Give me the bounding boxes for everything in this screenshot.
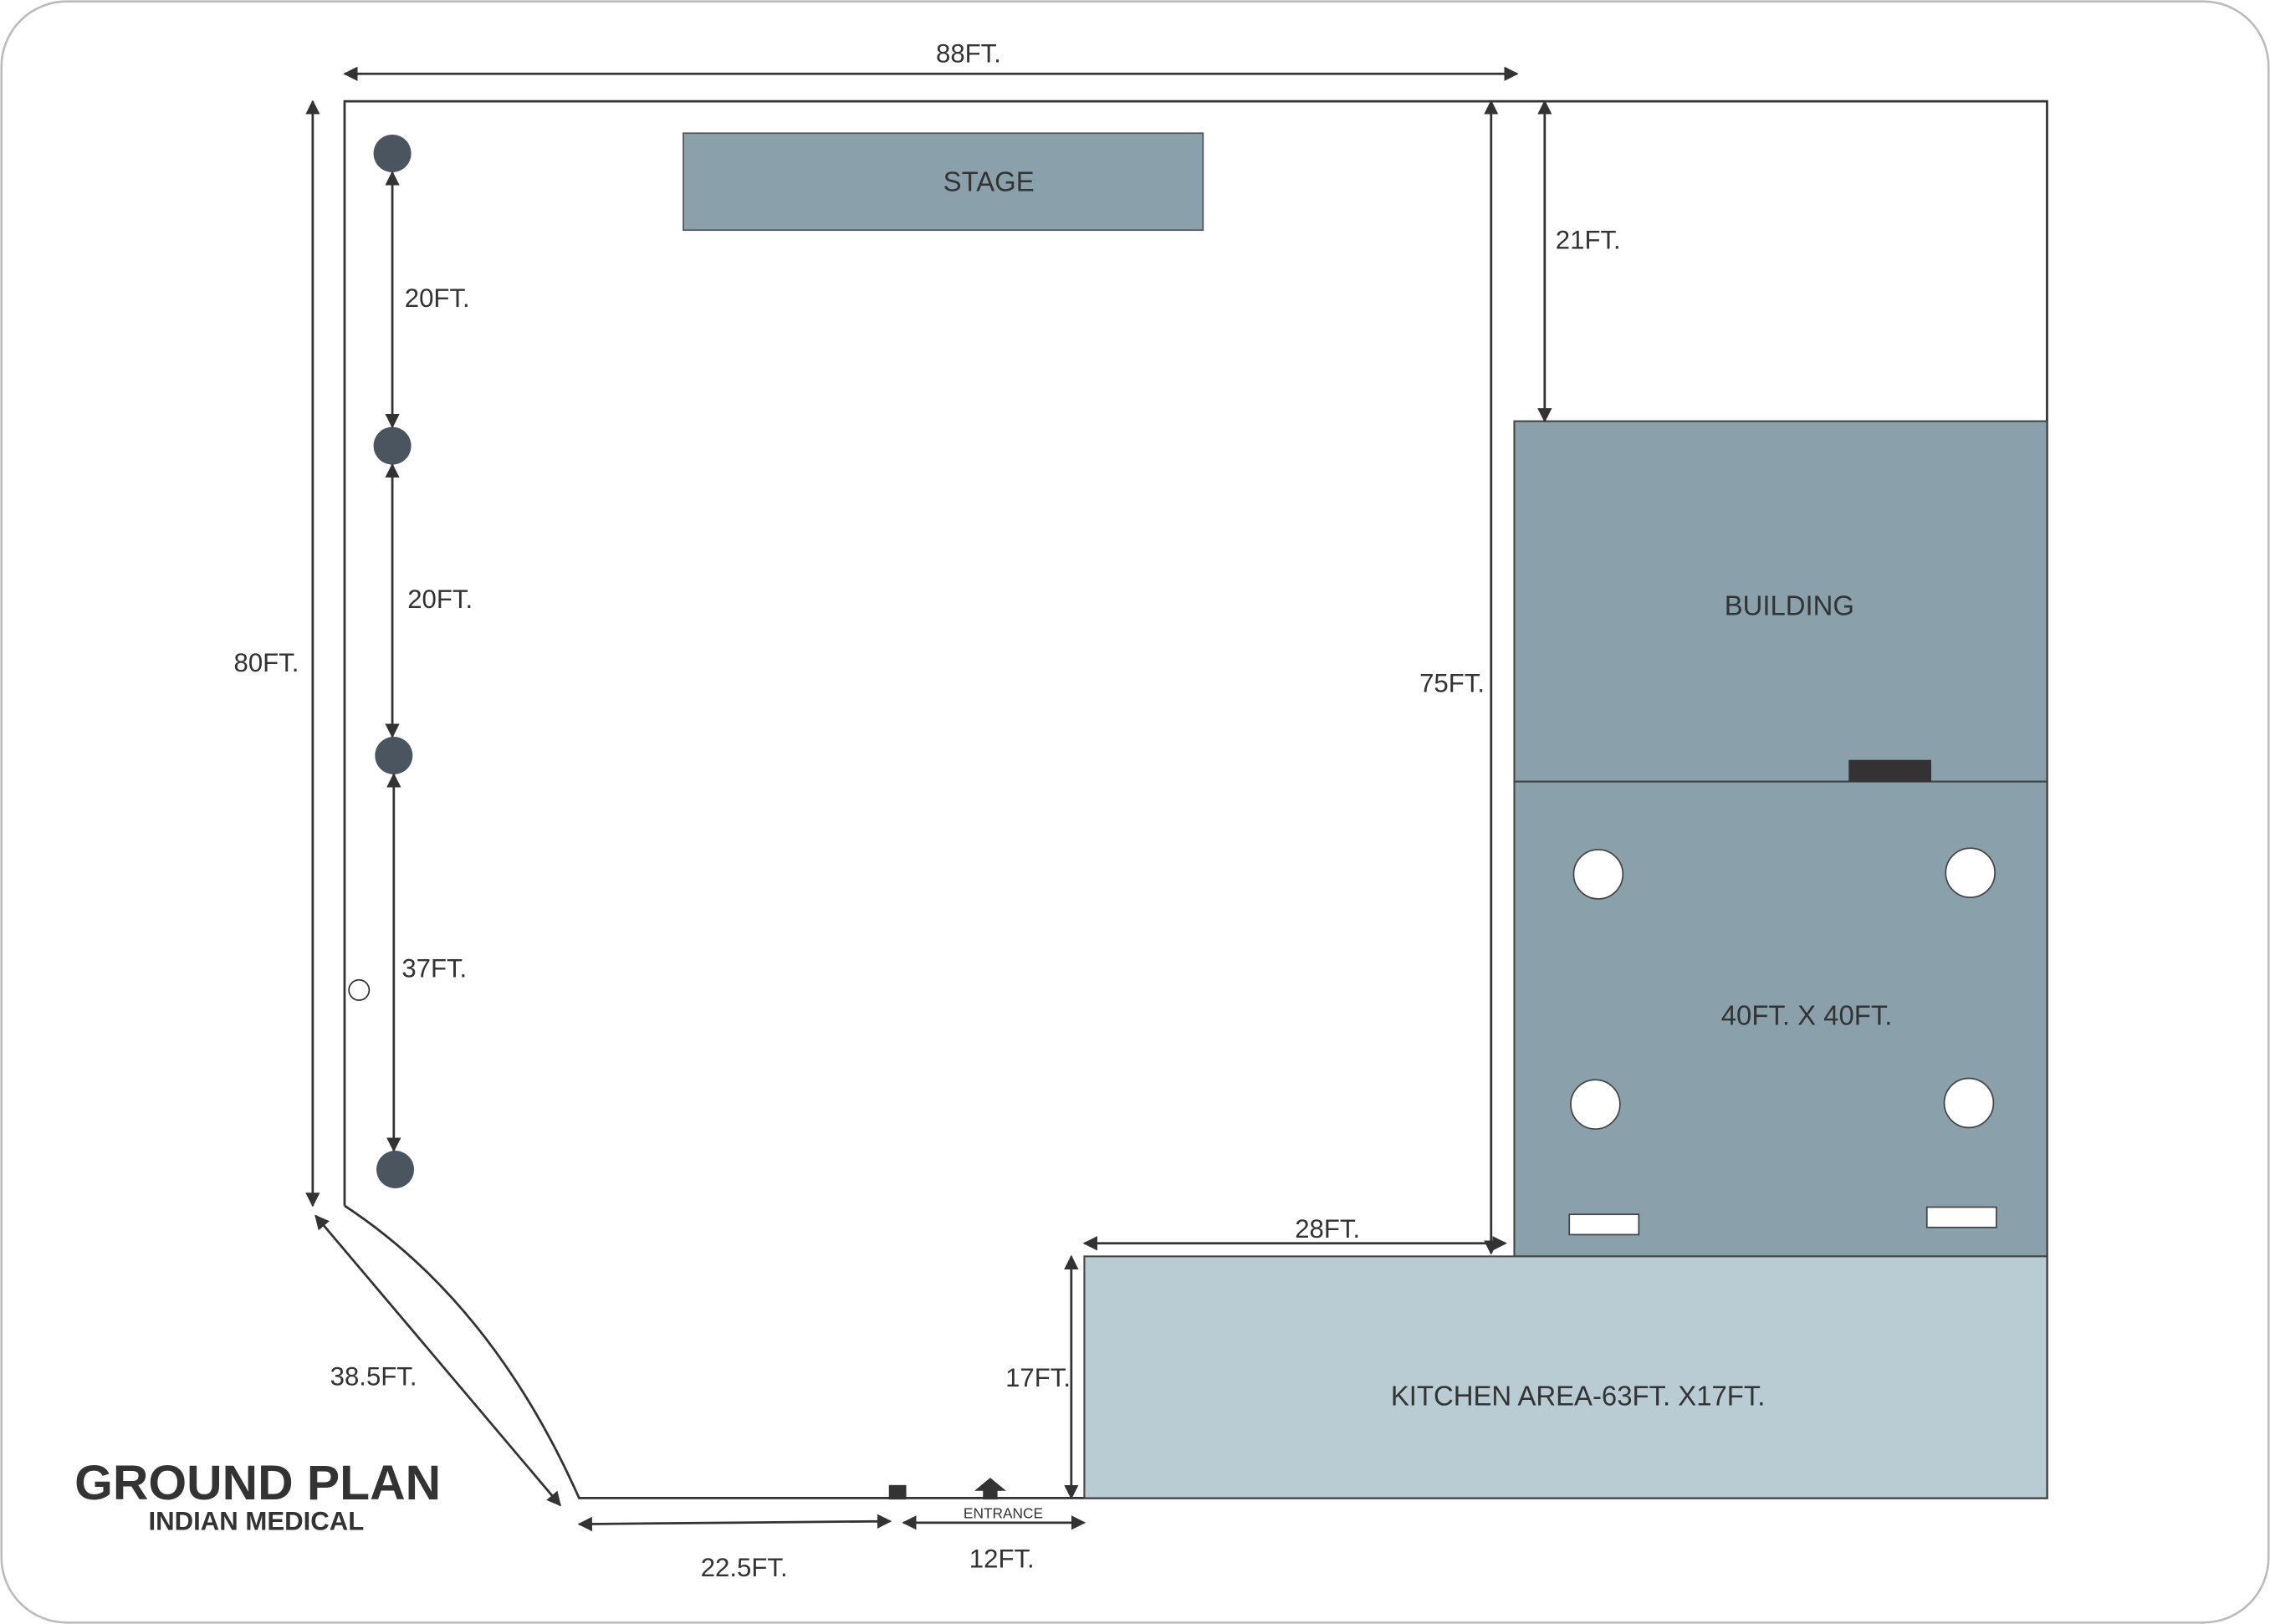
stage-area	[683, 132, 1204, 232]
dim-kitchen-side-label: 17FT.	[1005, 1363, 1071, 1392]
pillar	[376, 1151, 415, 1189]
entrance-label: ENTRANCE	[964, 1505, 1043, 1522]
dim-pillar-2-3-label: 20FT.	[407, 585, 473, 614]
hall-fixture	[1925, 1206, 1997, 1228]
hall-label: 40FT. X 40FT.	[1721, 999, 1893, 1030]
entrance-arrow-icon	[974, 1478, 1006, 1500]
dim-diagonal	[314, 1214, 561, 1507]
dim-pillar-1-2-label: 20FT.	[405, 283, 470, 313]
dim-pillar-3-4-label: 37FT.	[401, 953, 467, 983]
dim-bottom-left-label: 22.5FT.	[701, 1553, 788, 1582]
hall-column	[1572, 849, 1624, 900]
pillar	[375, 736, 413, 774]
kitchen-area	[1083, 1255, 2048, 1499]
dim-entrance-label: 12FT.	[969, 1544, 1035, 1573]
door-marker	[1848, 759, 1931, 782]
dim-kitchen-top-label: 28FT.	[1295, 1214, 1360, 1244]
stage-label: STAGE	[943, 166, 1035, 197]
plan-subtitle: INDIAN MEDICAL	[148, 1506, 364, 1535]
gate-post	[888, 1484, 907, 1500]
hall-column	[1945, 847, 1996, 898]
dim-right-inner-label: 75FT.	[1419, 668, 1485, 697]
pillar	[373, 426, 412, 465]
plan-title: GROUND PLAN	[74, 1456, 441, 1510]
small-marker	[348, 978, 371, 1001]
hall-column	[1570, 1079, 1621, 1130]
dim-building-gap-label: 21FT.	[1556, 226, 1621, 255]
dim-diagonal-label: 38.5FT.	[330, 1361, 417, 1391]
kitchen-label: KITCHEN AREA-63FT. X17FT.	[1391, 1381, 1766, 1412]
dim-bottom-left	[577, 1514, 892, 1532]
dim-top-label: 88FT.	[936, 38, 1001, 68]
hall-column	[1943, 1077, 1995, 1129]
building-label: BUILDING	[1725, 590, 1854, 621]
hall-fixture	[1568, 1213, 1640, 1236]
dim-left-label: 80FT.	[234, 648, 299, 677]
pillar	[373, 134, 412, 172]
